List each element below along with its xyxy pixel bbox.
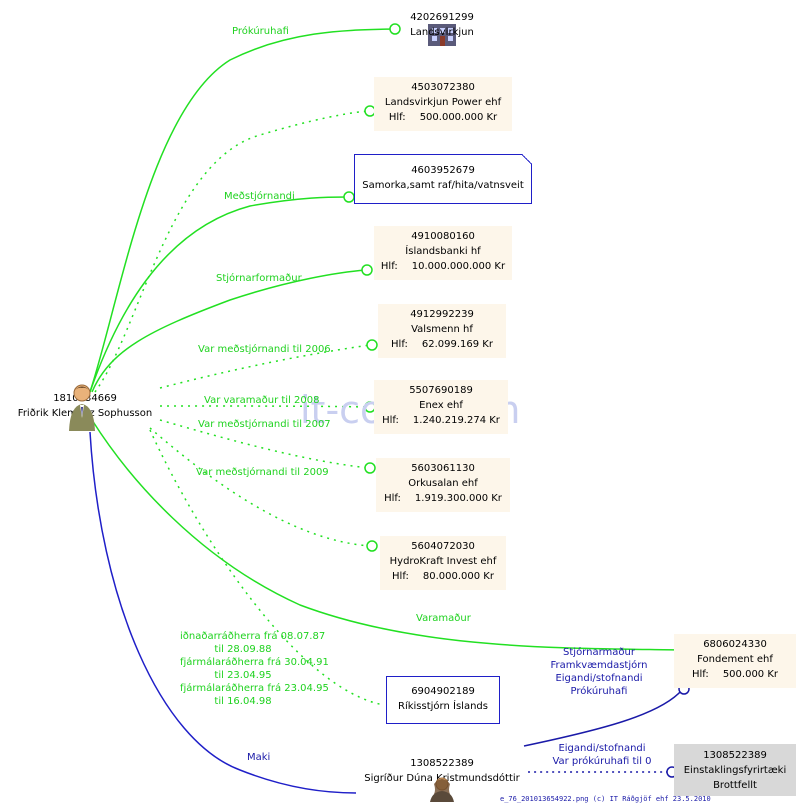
building-icon: [428, 24, 456, 46]
hlf-label: Hlf:: [392, 571, 409, 582]
hlf-value: 1.919.300.000 Kr: [414, 493, 502, 504]
einst-role: Eigandi/stofnandi: [558, 743, 646, 754]
fondement-role: Prókúruhafi: [570, 686, 628, 697]
company-id: 4503072380: [411, 82, 475, 93]
company-name: Enex ehf: [419, 400, 463, 411]
edge-label-maki: Maki: [247, 752, 271, 763]
hlf-value: 1.240.219.274 Kr: [412, 415, 500, 426]
hlf-label: Hlf:: [382, 415, 399, 426]
company-id: 4910080160: [411, 231, 475, 242]
hlf-label: Hlf:: [380, 261, 398, 272]
edge-label-medstjornandi: Meðstjórnandi: [224, 191, 295, 202]
rikis-line: til 16.04.98: [214, 696, 272, 707]
hlf-value: 62.099.169 Kr: [421, 339, 493, 350]
company-id: 5507690189: [409, 385, 473, 396]
edge-samorka: [89, 196, 349, 393]
einst-role: Var prókúruhafi til 0: [552, 756, 652, 767]
company-name: Valsmenn hf: [411, 324, 473, 335]
rikis-line: til 28.09.88: [214, 644, 272, 655]
edge-label-prokuruhafi: Prókúruhafi: [232, 26, 289, 37]
company-id: 4603952679: [411, 165, 475, 176]
edge-maki: [89, 431, 357, 794]
company-id: 4912992239: [410, 309, 474, 320]
rikis-line: fjármálaráðherra frá 30.04.91: [180, 657, 329, 668]
hlf-label: Hlf:: [388, 112, 406, 123]
rikis-line: til 23.04.95: [214, 670, 272, 681]
company-status: Brottfellt: [713, 780, 757, 791]
company-name: Fondement ehf: [697, 654, 773, 665]
company-name: Íslandsbanki hf: [405, 246, 481, 257]
company-enex[interactable]: 5507690189 Enex ehf Hlf: 1.240.219.274 Kr: [374, 380, 508, 434]
company-islandsbanki[interactable]: 4910080160 Íslandsbanki hf Hlf: 10.000.00…: [374, 226, 512, 280]
company-name: Samorka,samt raf/hita/vatnsveit: [362, 180, 524, 191]
company-id: 6806024330: [703, 639, 767, 650]
edge-label-einstaklingsfyrirtaeki: Eigandi/stofnandi Var prókúruhafi til 0: [552, 742, 652, 768]
edge-enex: [159, 405, 369, 408]
hlf-value: 80.000.000 Kr: [422, 571, 494, 582]
hlf-label: Hlf:: [691, 669, 709, 680]
company-valsmenn[interactable]: 4912992239 Valsmenn hf Hlf: 62.099.169 Kr: [378, 304, 506, 358]
person-icon: [430, 777, 454, 802]
edge-landsvirkjun: [89, 28, 393, 393]
person-icon: [69, 384, 95, 431]
edge-label-var-med-2009: Var meðstjórnandi til 2009: [196, 467, 329, 478]
company-rikisstjorn[interactable]: 6904902189 Ríkisstjórn Íslands: [386, 676, 500, 724]
hlf-value: 500.000.000 Kr: [419, 112, 498, 123]
note-icon: [522, 154, 532, 164]
fondement-role: Eigandi/stofnandi: [555, 673, 643, 684]
edge-label-varamadur: Varamaður: [416, 613, 471, 624]
rikis-line: iðnaðarráðherra frá 08.07.87: [180, 631, 326, 642]
company-id: 4202691299: [410, 12, 474, 23]
company-name: Ríkisstjórn Íslands: [398, 701, 488, 712]
footer-caption: e_76_201013654922.png (c) IT Ráðgjöf ehf…: [500, 795, 711, 803]
company-id: 5604072030: [411, 541, 475, 552]
company-id: 5603061130: [411, 463, 475, 474]
edge-label-var-med-2007: Var meðstjórnandi til 2007: [198, 419, 331, 430]
edge-label-var-med-2006: Var meðstjórnandi til 2006: [198, 344, 331, 355]
company-name: Landsvirkjun: [410, 27, 474, 38]
company-id: 1308522389: [703, 750, 767, 761]
edge-label-fondement: Stjórnarmaður Framkvæmdastjórn Eigandi/s…: [546, 646, 652, 698]
company-orkusalan[interactable]: 5603061130 Orkusalan ehf Hlf: 1.919.300.0…: [376, 458, 510, 512]
company-landsvirkjun-power[interactable]: 4503072380 Landsvirkjun Power ehf Hlf: 50…: [374, 77, 512, 131]
fondement-role: Stjórnarmaður: [563, 647, 635, 658]
edge-label-rikisstjorn: iðnaðarráðherra frá 08.07.87 til 28.09.8…: [180, 630, 329, 708]
company-name: HydroKraft Invest ehf: [389, 556, 497, 567]
company-landsvirkjun[interactable]: 4202691299 Landsvirkjun: [400, 10, 484, 48]
company-id: 6904902189: [411, 686, 475, 697]
edge-hydrokraft: [149, 427, 371, 547]
edge-fondement: [91, 419, 681, 651]
company-hydrokraft[interactable]: 5604072030 HydroKraft Invest ehf Hlf: 80.…: [380, 536, 506, 590]
fondement-role: Framkvæmdastjórn: [550, 660, 648, 671]
edge-islandsbanki: [91, 269, 367, 393]
company-name: Landsvirkjun Power ehf: [384, 97, 502, 108]
company-einstaklingsfyrirtaeki[interactable]: 1308522389 Einstaklingsfyrirtæki Brottfe…: [674, 744, 796, 796]
company-name: Orkusalan ehf: [408, 478, 478, 489]
rikis-line: fjármálaráðherra frá 23.04.95: [180, 683, 329, 694]
hlf-value: 500.000 Kr: [722, 669, 779, 680]
person-id: 1308522389: [410, 758, 474, 769]
company-fondement[interactable]: 6806024330 Fondement ehf Hlf: 500.000 Kr: [674, 634, 796, 688]
edge-label-var-vara-2008: Var varamaður til 2008: [204, 395, 320, 406]
edge-label-stjornarformadur: Stjórnarformaður: [216, 273, 302, 284]
company-name: Einstaklingsfyrirtæki: [683, 765, 787, 776]
hlf-label: Hlf:: [384, 493, 401, 504]
edge-spouse-fondement: [523, 689, 683, 747]
hlf-value: 10.000.000.000 Kr: [411, 261, 506, 272]
hlf-label: Hlf:: [391, 339, 408, 350]
company-samorka[interactable]: 4603952679 Samorka,samt raf/hita/vatnsve…: [354, 154, 532, 204]
